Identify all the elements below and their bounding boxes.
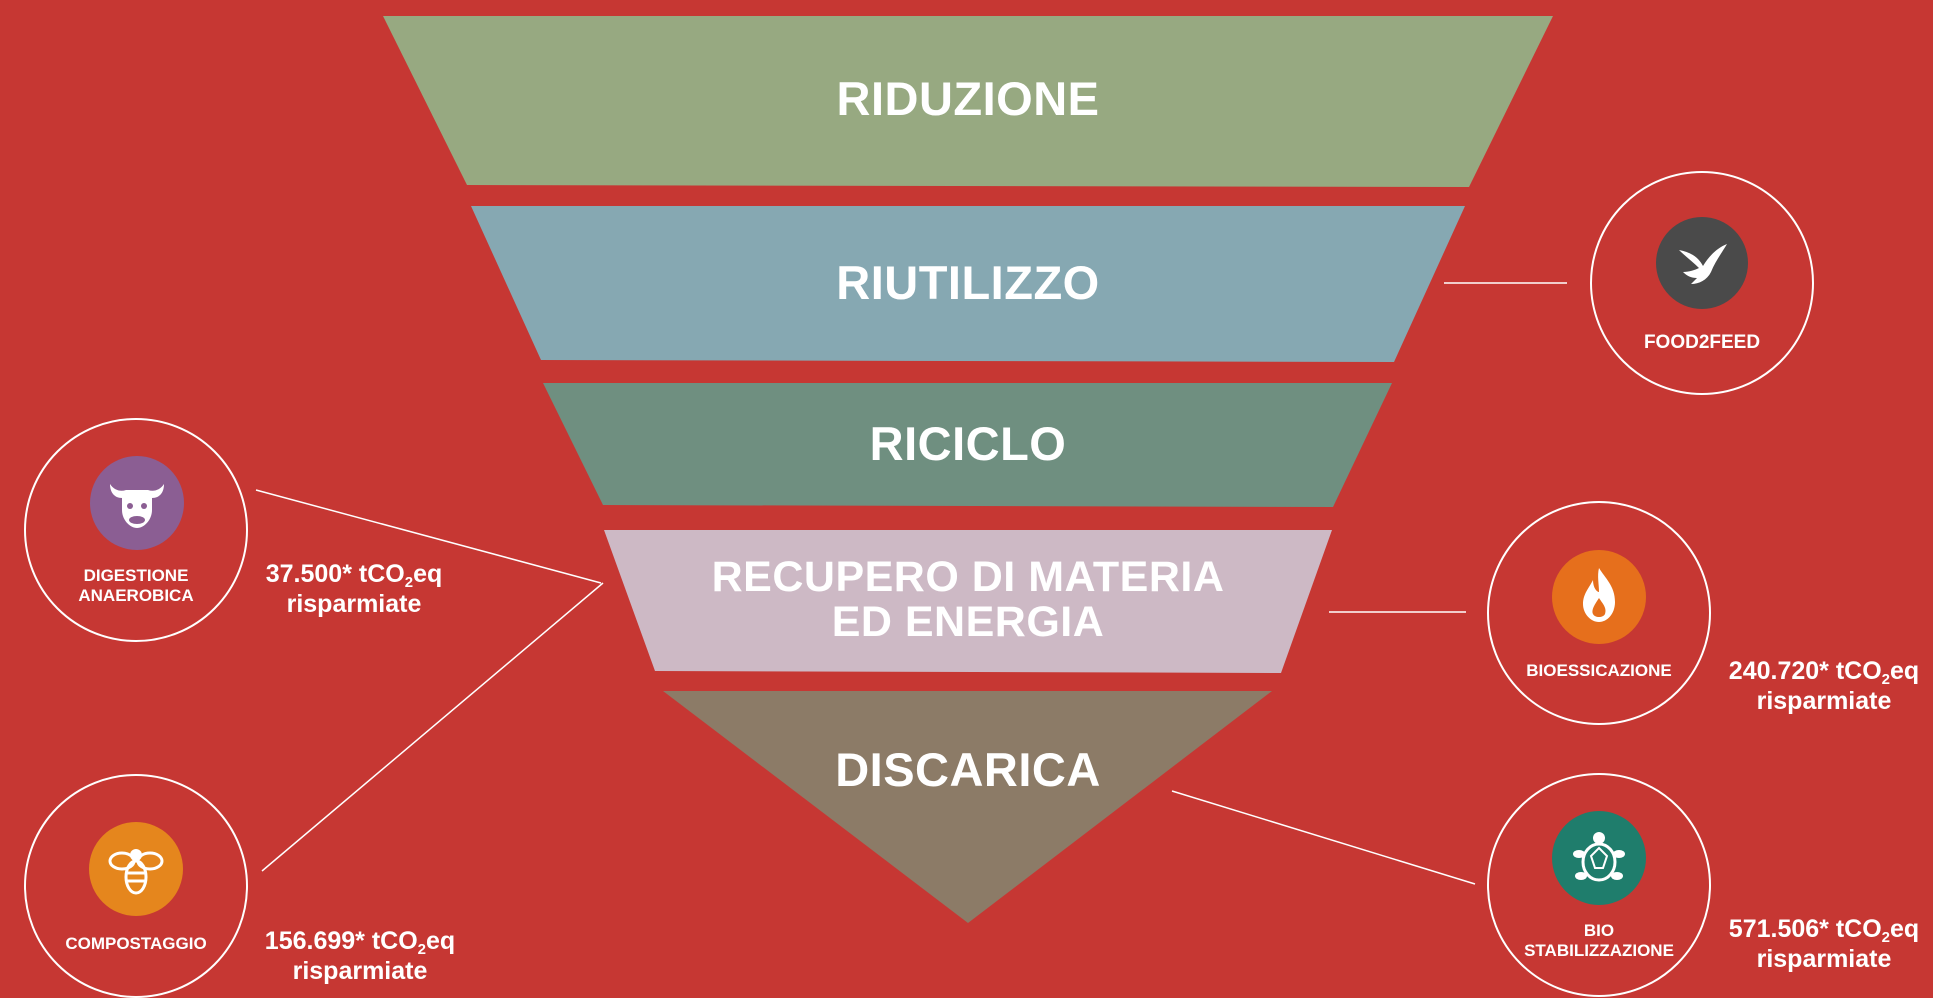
level-riduzione-label: RIDUZIONE xyxy=(836,72,1100,125)
level-riciclo-band xyxy=(543,383,1392,507)
bioessicazione-savings-value-line: 240.720* tCO2eq xyxy=(1724,656,1924,688)
biostabilizzazione-badge xyxy=(1552,811,1646,905)
bee-icon xyxy=(104,837,168,901)
bioessicazione-label: BIOESSICAZIONE xyxy=(1526,661,1672,680)
digestione-badge xyxy=(90,456,184,550)
level-recupero-line1: RECUPERO DI MATERIA xyxy=(711,553,1225,601)
compostaggio-label: COMPOSTAGGIO xyxy=(65,934,207,953)
connector-lines xyxy=(255,282,1567,885)
compostaggio-badge xyxy=(89,822,183,916)
bioessicazione-savings-word: risparmiate xyxy=(1756,687,1892,715)
level-discarica-label: DISCARICA xyxy=(835,743,1101,796)
level-recupero-band xyxy=(604,530,1332,673)
compostaggio-savings-value-line: 156.699* tCO2eq xyxy=(260,926,460,958)
digestione-label-line2: ANAEROBICA xyxy=(78,585,194,605)
biostabilizzazione-savings: 571.506* tCO2eq risparmiate xyxy=(1724,914,1924,974)
level-riduzione-band xyxy=(383,16,1553,187)
digestione-circle xyxy=(24,418,248,642)
biostabilizzazione-label-line1: BIO xyxy=(1583,921,1615,940)
biostabilizzazione-savings-subscript: 2 xyxy=(1881,929,1891,946)
digestione-savings-unit: eq xyxy=(413,560,443,588)
food2feed-badge xyxy=(1656,217,1748,309)
compostaggio-savings-value: 156.699* tCO xyxy=(264,927,418,955)
connector-biostabilizzazione xyxy=(1171,790,1476,885)
digestione-savings: 37.500* tCO2eq risparmiate xyxy=(254,559,454,619)
flame-icon xyxy=(1569,564,1629,630)
bioessicazione-savings-unit: eq xyxy=(1890,657,1920,685)
level-discarica-band xyxy=(663,691,1272,923)
food2feed-label: FOOD2FEED xyxy=(1643,332,1761,353)
level-riutilizzo-band xyxy=(471,206,1465,362)
biostabilizzazione-label: BIO STABILIZZAZIONE xyxy=(1487,921,1711,960)
digestione-savings-value: 37.500* tCO xyxy=(265,560,405,588)
cow-icon xyxy=(104,470,170,536)
level-recupero-line2: ED ENERGIA xyxy=(831,598,1105,647)
compostaggio-savings-word: risparmiate xyxy=(292,957,428,985)
compostaggio-savings: 156.699* tCO2eq risparmiate xyxy=(260,926,460,986)
connector-compostaggio xyxy=(261,582,604,872)
level-riutilizzo-label: RIUTILIZZO xyxy=(836,256,1100,309)
compostaggio-savings-subscript: 2 xyxy=(417,941,427,958)
biostabilizzazione-savings-value-line: 571.506* tCO2eq xyxy=(1724,914,1924,946)
digestione-savings-subscript: 2 xyxy=(404,574,414,591)
biostabilizzazione-savings-unit: eq xyxy=(1890,915,1920,943)
food2feed-circle xyxy=(1590,171,1814,395)
connector-digestione xyxy=(255,489,602,584)
bioessicazione-savings: 240.720* tCO2eq risparmiate xyxy=(1724,656,1924,716)
bioessicazione-savings-value: 240.720* tCO xyxy=(1728,657,1882,685)
compostaggio-savings-unit: eq xyxy=(426,927,456,955)
level-riciclo-label: RICICLO xyxy=(869,417,1067,470)
digestione-label: DIGESTIONE ANAEROBICA xyxy=(24,566,248,605)
biostabilizzazione-savings-word: risparmiate xyxy=(1756,945,1892,973)
turtle-icon xyxy=(1567,826,1631,890)
bioessicazione-badge xyxy=(1552,550,1646,644)
level-recupero-label: RECUPERO DI MATERIA ED ENERGIA xyxy=(618,553,1318,647)
digestione-savings-value-line: 37.500* tCO2eq xyxy=(254,559,454,591)
compostaggio-circle xyxy=(24,774,248,998)
biostabilizzazione-label-line2: STABILIZZAZIONE xyxy=(1524,940,1674,960)
biostabilizzazione-circle xyxy=(1487,773,1711,997)
biostabilizzazione-savings-value: 571.506* tCO xyxy=(1728,915,1882,943)
bioessicazione-savings-subscript: 2 xyxy=(1881,671,1891,688)
bioessicazione-circle xyxy=(1487,501,1711,725)
bird-icon xyxy=(1671,232,1733,294)
digestione-savings-word: risparmiate xyxy=(286,590,422,618)
digestione-label-line1: DIGESTIONE xyxy=(83,566,189,585)
